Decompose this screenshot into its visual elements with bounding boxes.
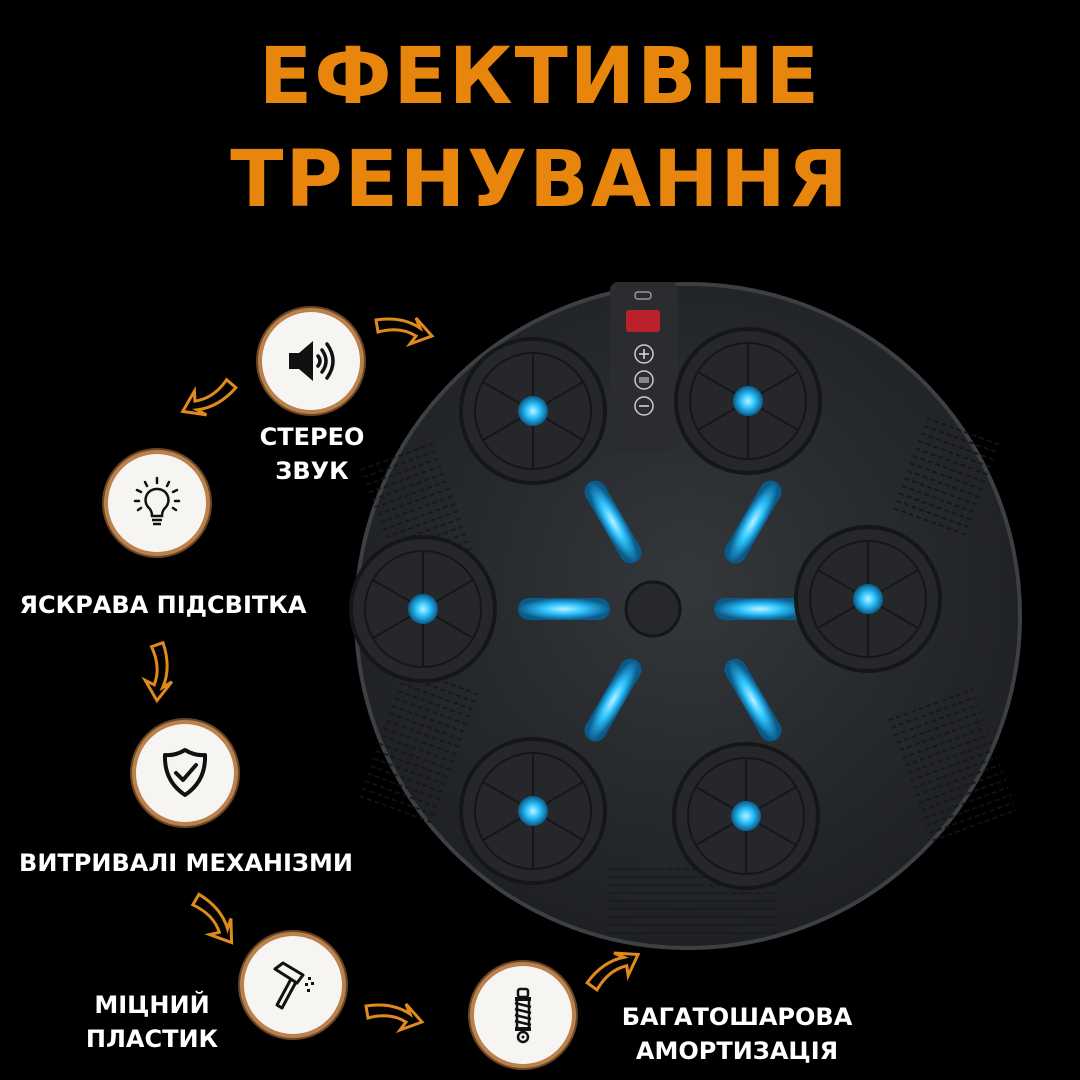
speaker-icon [289, 341, 335, 381]
lightbulb-icon [133, 476, 181, 526]
plus-button[interactable] [634, 344, 654, 364]
control-panel [610, 282, 678, 452]
arrow-down-left-icon [180, 377, 239, 417]
feature-label-durable-mechanisms: ВИТРИВАЛІ МЕХАНІЗМИ [19, 849, 353, 877]
feature-badge-durable-mechanisms [136, 724, 234, 822]
shield-check-icon [162, 748, 208, 797]
feature-badge-bright-lighting [108, 454, 206, 552]
arrow-up-right-icon [585, 951, 641, 992]
mode-button[interactable] [634, 370, 654, 390]
arrow-down-icon [141, 640, 174, 704]
led-light-bars [518, 480, 806, 742]
center-hub [624, 580, 682, 638]
target-pads [349, 327, 942, 890]
arrow-right-icon [364, 1003, 425, 1034]
feature-badge-shock-absorption [474, 966, 572, 1064]
headline-line-1: ЕФЕКТИВНЕ [258, 32, 822, 122]
hammer-icon [273, 961, 314, 1010]
shock-absorber-icon [514, 987, 532, 1044]
arrow-down-right-icon [190, 892, 234, 945]
boxing-machine-image [349, 282, 1022, 950]
feature-label-strong-plastic: МІЦНИЙ ПЛАСТИК [85, 991, 219, 1053]
feature-label-shock-absorption: БАГАТОШАРОВА АМОРТИЗАЦІЯ [621, 1003, 853, 1065]
feature-label-bright-lighting: ЯСКРАВА ПІДСВІТКА [19, 591, 307, 619]
headline-line-2: ТРЕНУВАННЯ [230, 135, 850, 225]
feature-badge-strong-plastic [244, 936, 342, 1034]
arrow-right-icon [374, 317, 435, 348]
feature-label-stereo-sound: СТЕРЕО ЗВУК [259, 423, 365, 485]
feature-badge-stereo-sound [262, 312, 360, 410]
minus-button[interactable] [634, 396, 654, 416]
led-display [626, 310, 660, 332]
